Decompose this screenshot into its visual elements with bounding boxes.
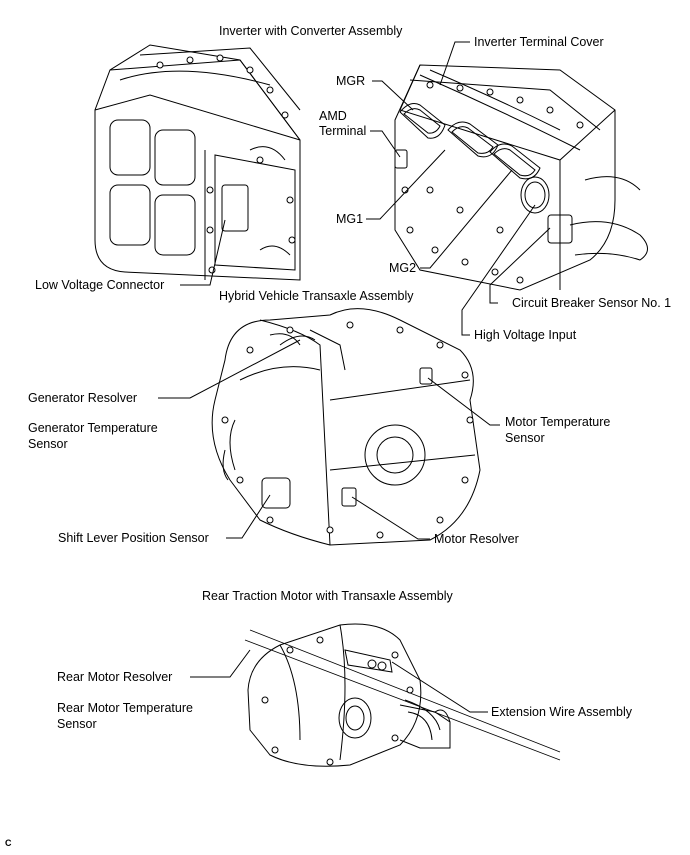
mg1-label: MG1 [336,212,364,226]
generator-resolver-label: Generator Resolver [28,391,138,405]
rear-motor-assembly-title: Rear Traction Motor with Transaxle Assem… [202,589,453,603]
motor-resolver-label: Motor Resolver [434,532,519,546]
high-voltage-input-label: High Voltage Input [474,328,577,342]
figure-code: C [5,838,12,848]
inverter-terminal-cover-label: Inverter Terminal Cover [474,35,604,49]
shift-lever-position-sensor-label: Shift Lever Position Sensor [58,531,209,545]
generator-temperature-sensor-label-line2: Sensor [28,437,68,451]
circuit-breaker-sensor-label: Circuit Breaker Sensor No. 1 [512,296,672,310]
transaxle-assembly-title: Hybrid Vehicle Transaxle Assembly [219,289,414,303]
leader-lines [158,41,551,713]
motor-temperature-sensor-label-line1: Motor Temperature [505,415,611,429]
mg2-label: MG2 [389,261,417,275]
amd-terminal-label-line1: AMD [319,109,347,123]
inverter-right-illustration [394,64,648,291]
extension-wire-assembly-label: Extension Wire Assembly [491,705,633,719]
motor-temperature-sensor-label-line2: Sensor [505,431,545,445]
generator-temperature-sensor-label-line1: Generator Temperature [28,421,158,435]
amd-terminal-label-line2: Terminal [319,124,367,138]
mgr-label: MGR [336,74,366,88]
transaxle-illustration [211,308,481,546]
inverter-left-illustration [94,44,301,281]
rear-motor-temperature-sensor-label-line1: Rear Motor Temperature [57,701,193,715]
inverter-assembly-title: Inverter with Converter Assembly [219,24,403,38]
rear-motor-temperature-sensor-label-line2: Sensor [57,717,97,731]
rear-motor-illustration [244,623,561,767]
low-voltage-connector-label: Low Voltage Connector [35,278,165,292]
rear-motor-resolver-label: Rear Motor Resolver [57,670,173,684]
